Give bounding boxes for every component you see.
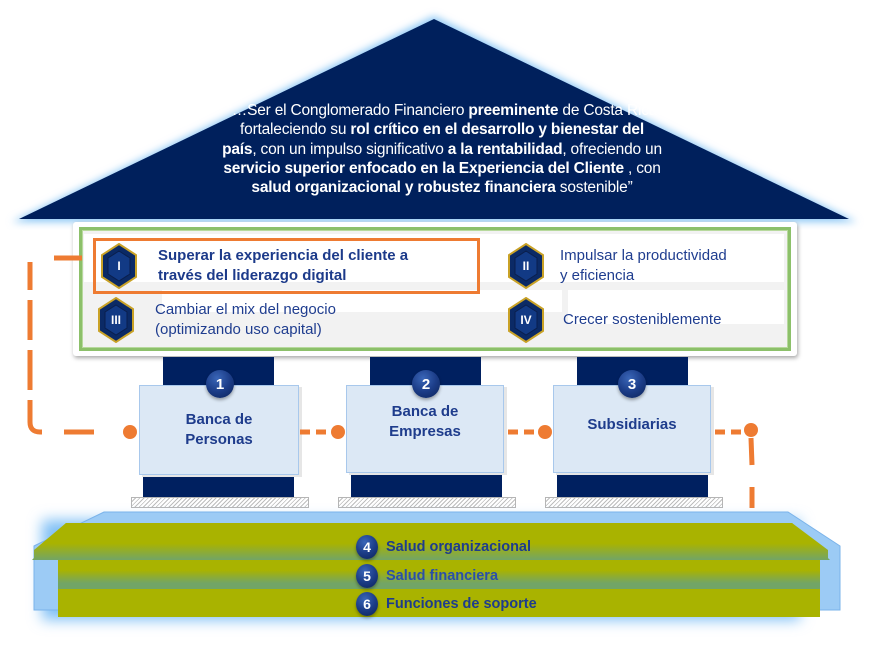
pillar-label-line1: Banca de [391,403,459,420]
vision-text: sostenible” [555,179,633,197]
foundation-number-badge: 4 [356,535,378,559]
highlight-box [93,238,480,294]
foundation-number-badge: 5 [356,564,378,588]
foundation-item-funciones-soporte[interactable]: 6 Funciones de soporte [356,592,537,616]
objectives-row-bg [84,234,784,282]
pillar-label: Subsidiarias [587,415,676,435]
vision-emphasis: servicio superior enfocado en la Experie… [223,159,624,177]
pillar-label-line2: Empresas [389,423,461,440]
objectives-frame [79,227,791,351]
objective-item-2[interactable]: II Impulsar la productividad y eficienci… [507,243,727,289]
objectives-row-bg [568,290,784,324]
connector-dash [27,400,42,435]
foundation-band-1-slope [32,523,110,560]
hexagon-badge-icon: II [507,243,545,289]
foundation-item-salud-financiera[interactable]: 5 Salud financiera [356,564,498,588]
objective-numeral: III [110,313,121,327]
vision-emphasis: salud organizacional y robustez financie… [251,179,556,197]
vision-statement: “…Ser el Conglomerado Financiero preemin… [222,101,662,197]
objective-line2: (optimizando uso capital) [155,321,322,338]
connector-node [744,423,758,437]
foundation-band-1 [34,523,828,560]
pillar-number-badge: 1 [206,370,234,398]
objective-line1: Superar la experiencia del cliente a [158,247,409,264]
foundation [32,511,841,620]
foundation-number-badge: 6 [356,592,378,616]
objective-numeral: I [117,259,121,273]
pillar-base [351,474,502,498]
objective-item-3[interactable]: III Cambiar el mix del negocio (optimiza… [97,297,336,343]
foundation-band-3 [58,589,820,617]
roof-triangle [19,19,849,219]
objective-text: Superar la experiencia del cliente a tra… [158,246,408,286]
objectives-row-bg [162,290,562,312]
objective-text: Cambiar el mix del negocio (optimizando … [155,300,336,340]
pillar-plinth [338,497,516,508]
pillar-banca-empresas[interactable]: Banca de Empresas [346,385,504,473]
connector-node [538,425,552,439]
pillar-plinth [545,497,723,508]
objective-numeral: IV [520,313,532,327]
objective-line1: Crecer sosteniblemente [563,311,722,328]
pillar-label: Banca de Empresas [389,402,461,442]
foundation-item-salud-organizacional[interactable]: 4 Salud organizacional [356,535,531,559]
objective-line1: Cambiar el mix del negocio [155,301,336,318]
vision-emphasis: preeminente [468,102,559,119]
vision-text: , con un impulso significativo [252,140,448,158]
pillar-subsidiarias[interactable]: Subsidiarias [553,385,711,473]
objective-line2: y eficiencia [560,267,635,284]
vision-text: de Costa Rica fortaleciendo su [240,102,658,139]
vision-emphasis: rol crítico en el desarrollo y bienestar… [222,121,644,158]
connector-node [331,425,345,439]
pillar-label-line1: Subsidiarias [587,416,677,433]
roof [12,16,857,222]
objective-line2: través del liderazgo digital [158,267,347,284]
foundation-band-2 [58,560,820,589]
pillar-number-badge: 3 [618,370,646,398]
objective-numeral: II [522,259,530,273]
hexagon-badge-icon: I [100,243,138,289]
pillar-base [143,474,294,498]
vision-text: , ofreciendo un [562,140,662,158]
foundation-label: Salud financiera [386,568,499,584]
pillar-base [557,474,708,498]
pillar-banca-personas[interactable]: Banca de Personas [139,385,299,475]
pillar-number-badge: 2 [412,370,440,398]
objective-line1: Impulsar la productividad [560,247,727,264]
pillar-label-line1: Banca de [185,411,253,428]
objectives-panel [73,222,797,356]
foundation-label: Salud organizacional [386,539,532,555]
connector-dash [748,437,755,466]
pillar-label: Banca de Personas [185,410,253,450]
objective-text: Impulsar la productividad y eficiencia [560,246,727,286]
foundation-label: Funciones de soporte [386,596,537,612]
connector-node [123,425,137,439]
foundation-band-1-slope [760,523,830,560]
objective-text: Crecer sosteniblemente [563,310,721,330]
hexagon-badge-icon: III [97,297,135,343]
objective-item-4[interactable]: IV Crecer sosteniblemente [507,297,721,343]
pillar-label-line2: Personas [185,431,253,448]
hexagon-badge-icon: IV [507,297,545,343]
vision-text: , con [623,159,661,177]
objective-item-1[interactable]: I Superar la experiencia del cliente a t… [100,243,408,289]
pillar-plinth [131,497,309,508]
vision-emphasis: a la rentabilidad [447,140,563,158]
vision-text: “…Ser el Conglomerado Financiero [226,102,469,119]
